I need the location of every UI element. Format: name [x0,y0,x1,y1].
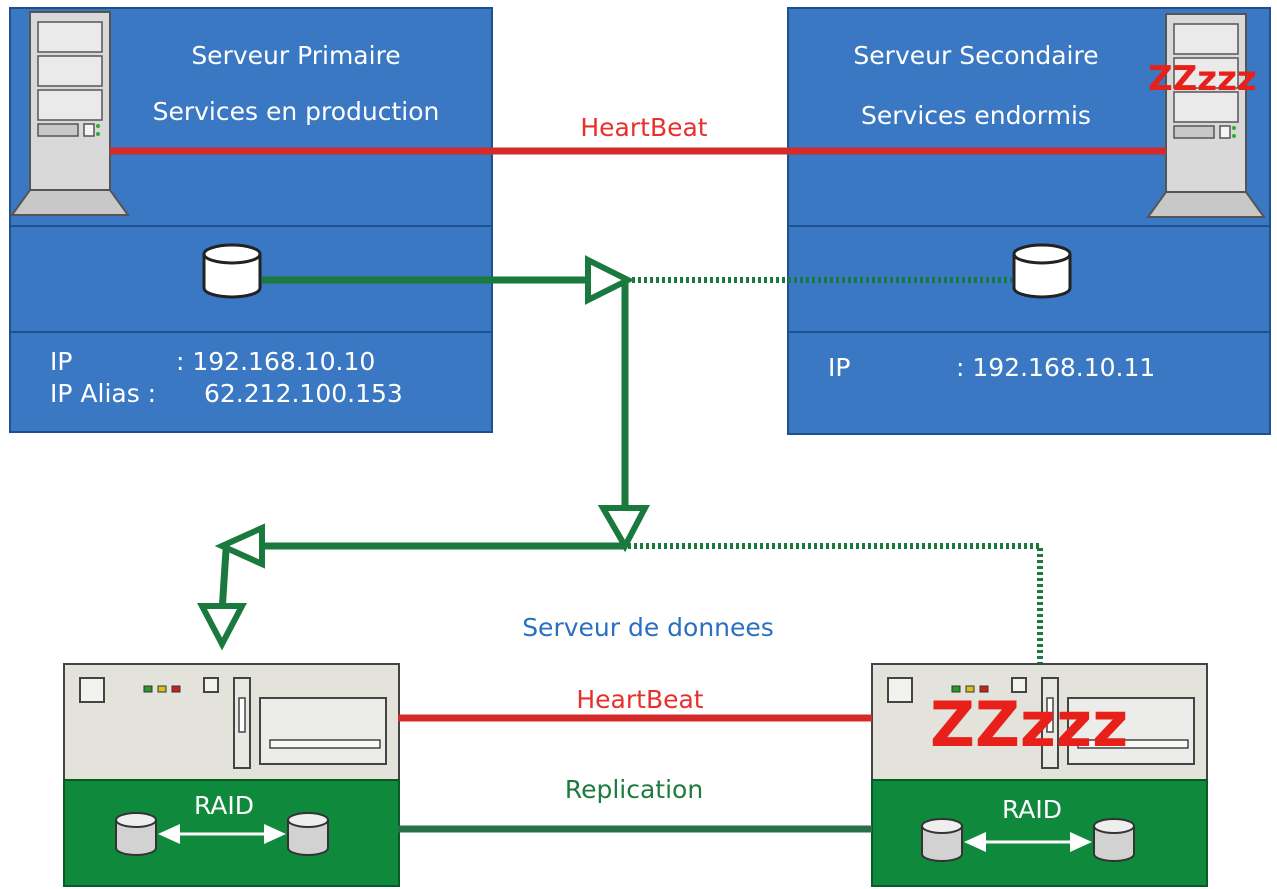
secondary-title: Serveur Secondaire [853,41,1098,70]
primary-title: Serveur Primaire [191,41,400,70]
secondary-tower-icon [1147,13,1265,218]
vertical-storage-link [597,282,650,553]
primary-tower-icon [11,11,129,216]
secondary-disk-icon [1012,243,1072,299]
secondary-data-link-dotted [628,543,1043,664]
replication-label: Replication [565,775,703,804]
primary-subtitle: Services en production [153,97,440,126]
left-raid-label: RAID [194,791,254,820]
heartbeat-top-label: HeartBeat [580,113,707,142]
primary-ip-label: IP [50,347,72,376]
heartbeat-bottom-label: HeartBeat [576,685,703,714]
right-raid-label: RAID [1002,795,1062,824]
secondary-ip-label: IP [828,353,850,382]
left-raid-panel [63,779,400,887]
data-server-feed-link [197,523,625,651]
secondary-sleep-text: ZZzzz [1148,59,1257,99]
primary-alias-label: IP Alias : [50,379,156,408]
data-server-sleep-text: ZZzzz [930,688,1128,761]
secondary-subtitle: Services endormis [861,101,1091,130]
right-raid-panel [871,779,1208,887]
primary-alias-value: 62.212.100.153 [204,379,403,408]
secondary-ip-value: : 192.168.10.11 [956,353,1155,382]
left-data-server-rack [63,663,400,781]
data-server-title: Serveur de donnees [522,613,774,642]
primary-disk-icon [202,243,262,299]
primary-ip-value: : 192.168.10.10 [176,347,375,376]
primary-storage-link [262,255,635,305]
